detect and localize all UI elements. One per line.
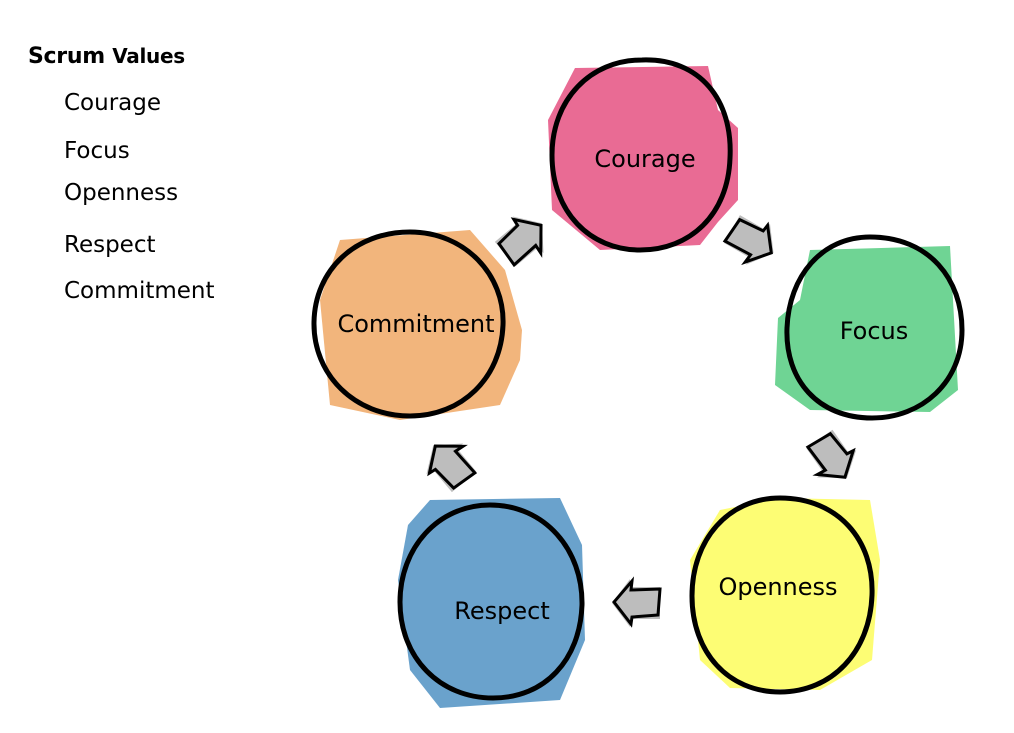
arrow-courage-to-focus (722, 215, 774, 266)
node-focus-fill (775, 246, 958, 412)
node-commitment-outline (311, 229, 506, 419)
arrow-commitment-to-courage (494, 216, 544, 268)
legend-title-bold: Scrum (28, 44, 105, 69)
node-focus: Focus (775, 234, 965, 421)
legend-title: Scrum Values (28, 44, 185, 69)
legend-item-focus: Focus (64, 138, 130, 164)
arrow-commitment-to-courage-outline (496, 217, 543, 268)
node-courage-label: Courage (594, 145, 695, 173)
arrow-openness-to-respect-fill (612, 579, 660, 627)
arrow-respect-to-commitment-fill (426, 443, 477, 493)
arrow-courage-to-focus-outline (722, 217, 773, 266)
node-openness: Openness (689, 495, 880, 695)
arrow-focus-to-openness (805, 429, 857, 479)
arrow-commitment-to-courage-fill (494, 216, 544, 267)
node-courage: Courage (548, 57, 738, 253)
node-focus-label: Focus (840, 317, 909, 345)
legend-item-commitment: Commitment (64, 278, 215, 304)
legend-item-respect: Respect (64, 232, 156, 258)
arrow-openness-to-respect (612, 576, 662, 628)
node-openness-outline (689, 495, 875, 695)
node-focus-outline (784, 234, 965, 421)
node-commitment-fill (320, 230, 522, 420)
arrow-respect-to-commitment (426, 443, 478, 493)
node-respect-outline (397, 502, 585, 701)
node-commitment-label: Commitment (337, 310, 494, 338)
node-courage-fill (548, 66, 738, 250)
legend-title-rest: Values (112, 44, 185, 68)
legend-item-courage: Courage (64, 90, 162, 116)
node-commitment: Commitment (311, 229, 522, 420)
arrow-focus-to-openness-outline (805, 431, 856, 479)
legend: Scrum Values Courage Focus Openness Resp… (0, 0, 260, 320)
node-openness-label: Openness (718, 573, 837, 601)
node-respect-label: Respect (454, 597, 549, 625)
arrow-courage-to-focus-fill (723, 215, 774, 265)
node-courage-outline (549, 57, 733, 253)
legend-item-openness: Openness (64, 180, 179, 206)
node-respect-fill (398, 498, 585, 708)
node-openness-fill (690, 498, 880, 690)
node-respect: Respect (397, 498, 585, 708)
arrow-respect-to-commitment-outline (427, 444, 478, 491)
arrow-openness-to-respect-outline (612, 576, 662, 628)
